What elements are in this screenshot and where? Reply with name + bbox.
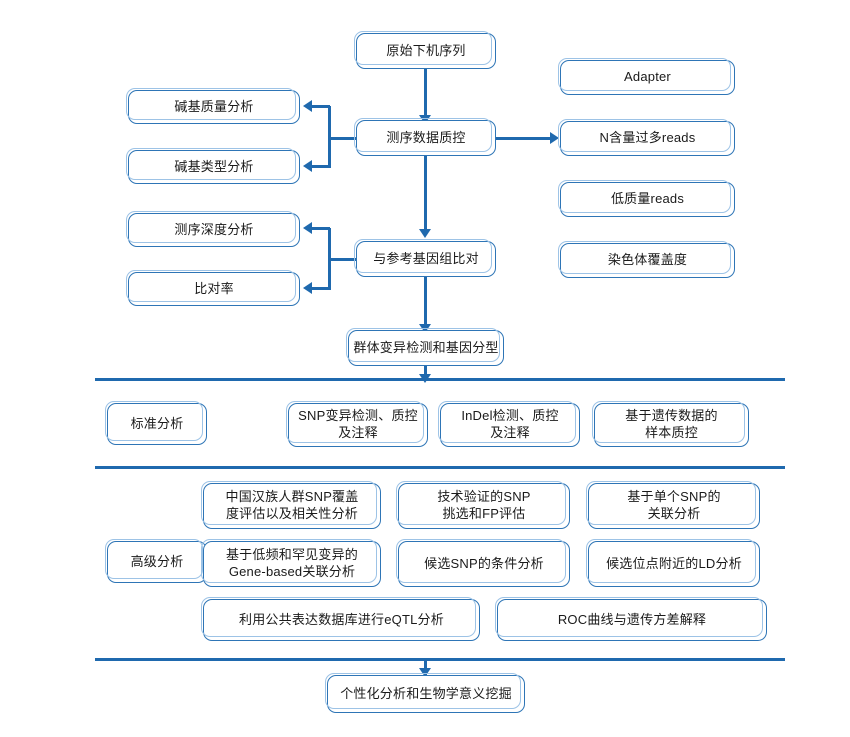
node-variant-calling[interactable]: 群体变异检测和基因分型: [346, 328, 504, 366]
connector-qc-to-n-reads: [496, 137, 551, 140]
arrowhead-to-base-type: [303, 160, 312, 172]
arrowhead-to-rate: [303, 282, 312, 294]
arrowhead-qc-to-align: [419, 229, 431, 238]
arrowhead-to-depth: [303, 222, 312, 234]
node-align-reference[interactable]: 与参考基因组比对: [354, 239, 496, 277]
divider-advanced-analysis-top: [95, 466, 785, 469]
node-eqtl-analysis[interactable]: 利用公共表达数据库进行eQTL分析: [201, 597, 480, 641]
node-base-quality-label: 碱基质量分析: [174, 98, 254, 114]
node-gene-based-assoc-label: 基于低频和罕见变异的 Gene-based关联分析: [225, 547, 358, 579]
divider-personalized-top: [95, 658, 785, 661]
node-conditional-snp-label: 候选SNP的条件分析: [424, 555, 544, 571]
node-ld-analysis-label: 候选位点附近的LD分析: [606, 555, 742, 571]
node-adapter-label: Adapter: [624, 69, 671, 85]
connector-variant-to-standard: [424, 366, 427, 381]
divider-standard-analysis-top: [95, 378, 785, 381]
arrowhead-variant-to-standard: [419, 374, 431, 383]
node-personalized-analysis[interactable]: 个性化分析和生物学意义挖掘: [325, 673, 525, 713]
node-sequencing-depth-label: 测序深度分析: [174, 221, 254, 237]
node-alignment-rate-label: 比对率: [194, 280, 234, 296]
connector-align-left-bus: [328, 228, 331, 290]
node-sequencing-depth[interactable]: 测序深度分析: [126, 211, 300, 247]
connector-to-personalized: [424, 658, 427, 676]
node-low-quality-reads-label: 低质量reads: [610, 191, 685, 207]
node-genetic-sample-qc[interactable]: 基于遗传数据的 样本质控: [592, 401, 749, 447]
arrowhead-raw-to-qc: [419, 115, 431, 124]
node-raw-reads[interactable]: 原始下机序列: [354, 31, 496, 69]
arrowhead-to-base-quality: [303, 100, 312, 112]
connector-align-to-rate: [312, 287, 330, 290]
connector-qc-to-base-quality: [312, 105, 330, 108]
node-alignment-rate[interactable]: 比对率: [126, 270, 300, 306]
node-base-type[interactable]: 碱基类型分析: [126, 148, 300, 184]
node-sequencing-qc-label: 测序数据质控: [386, 129, 466, 145]
node-adapter[interactable]: Adapter: [558, 58, 735, 95]
node-ld-analysis[interactable]: 候选位点附近的LD分析: [586, 539, 760, 587]
node-han-snp-coverage[interactable]: 中国汉族人群SNP覆盖 度评估以及相关性分析: [201, 481, 381, 529]
node-tech-validated-snp-label: 技术验证的SNP 挑选和FP评估: [437, 489, 531, 521]
node-roc-variance[interactable]: ROC曲线与遗传方差解释: [495, 597, 767, 641]
node-indel-calling[interactable]: InDel检测、质控 及注释: [438, 401, 580, 447]
node-single-snp-assoc-label: 基于单个SNP的 关联分析: [627, 489, 721, 521]
node-genetic-sample-qc-label: 基于遗传数据的 样本质控: [625, 408, 718, 440]
arrowhead-align-to-variant: [419, 324, 431, 333]
node-eqtl-analysis-label: 利用公共表达数据库进行eQTL分析: [239, 611, 444, 627]
node-n-rich-reads-label: N含量过多reads: [599, 130, 696, 146]
connector-align-left-stem: [330, 258, 358, 261]
node-indel-calling-label: InDel检测、质控 及注释: [461, 408, 559, 440]
node-low-quality-reads[interactable]: 低质量reads: [558, 180, 735, 217]
node-chromosome-coverage-label: 染色体覆盖度: [607, 252, 688, 268]
node-raw-reads-label: 原始下机序列: [386, 42, 466, 58]
node-standard-analysis-label[interactable]: 标准分析: [105, 401, 207, 445]
arrowhead-to-n-reads: [550, 132, 559, 144]
connector-qc-to-base-type: [312, 165, 330, 168]
node-sequencing-qc[interactable]: 测序数据质控: [354, 118, 496, 156]
node-advanced-analysis-label[interactable]: 高级分析: [105, 539, 207, 583]
node-align-reference-label: 与参考基因组比对: [373, 250, 479, 266]
arrowhead-to-personalized: [419, 668, 431, 677]
node-tech-validated-snp[interactable]: 技术验证的SNP 挑选和FP评估: [396, 481, 570, 529]
node-base-type-label: 碱基类型分析: [174, 158, 254, 174]
node-single-snp-assoc[interactable]: 基于单个SNP的 关联分析: [586, 481, 760, 529]
node-snp-calling[interactable]: SNP变异检测、质控 及注释: [286, 401, 428, 447]
node-conditional-snp[interactable]: 候选SNP的条件分析: [396, 539, 570, 587]
connector-qc-left-bus: [328, 106, 331, 168]
node-gene-based-assoc[interactable]: 基于低频和罕见变异的 Gene-based关联分析: [201, 539, 381, 587]
connector-qc-left-stem: [330, 137, 358, 140]
node-roc-variance-label: ROC曲线与遗传方差解释: [557, 611, 707, 627]
node-han-snp-coverage-label: 中国汉族人群SNP覆盖 度评估以及相关性分析: [225, 489, 359, 521]
connector-qc-to-align: [424, 156, 427, 232]
node-snp-calling-label: SNP变异检测、质控 及注释: [298, 408, 418, 440]
node-chromosome-coverage[interactable]: 染色体覆盖度: [558, 241, 735, 278]
node-standard-analysis-text: 标准分析: [130, 415, 184, 431]
node-base-quality[interactable]: 碱基质量分析: [126, 88, 300, 124]
node-advanced-analysis-text: 高级分析: [130, 553, 184, 569]
node-n-rich-reads[interactable]: N含量过多reads: [558, 119, 735, 156]
node-variant-calling-label: 群体变异检测和基因分型: [353, 339, 499, 355]
connector-raw-to-qc: [424, 69, 427, 118]
connector-align-to-variant: [424, 277, 427, 327]
connector-align-to-depth: [312, 227, 330, 230]
node-personalized-analysis-label: 个性化分析和生物学意义挖掘: [340, 685, 512, 701]
